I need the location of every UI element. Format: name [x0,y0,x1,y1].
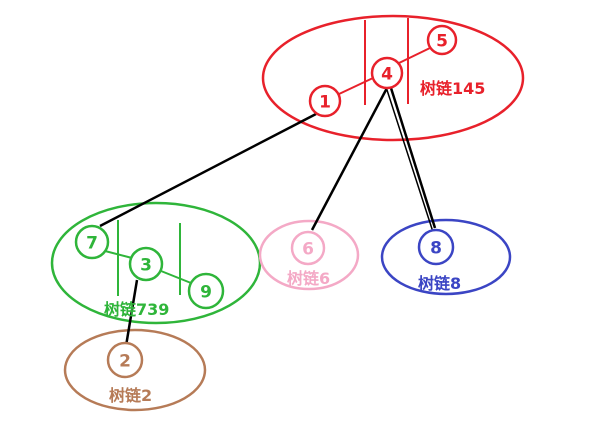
node-9: 9 [187,272,225,310]
node-6: 6 [290,230,326,266]
svg-text:7: 7 [86,234,98,254]
svg-text:3: 3 [140,256,152,276]
chain-6-label: 树链6 [287,269,330,288]
node-5: 5 [426,24,458,56]
chain-8-label: 树链8 [418,274,461,293]
chain-6-outline [258,219,360,291]
chain-145-outline [261,14,525,142]
edge-7-3 [104,250,133,259]
node-4: 4 [370,56,404,90]
edge-4-6 [310,87,389,231]
svg-text:9: 9 [200,283,212,303]
svg-text:8: 8 [430,239,442,259]
node-7: 7 [74,224,110,260]
edge-1-7 [99,112,317,228]
svg-text:4: 4 [381,65,393,85]
node-2: 2 [106,341,144,379]
svg-text:6: 6 [302,240,314,260]
node-8: 8 [417,228,455,266]
edge-3-9 [160,270,192,284]
edge-4-8-stroke2 [386,89,434,233]
edge-4-5 [398,47,431,64]
svg-text:5: 5 [436,32,448,52]
node-3: 3 [128,246,164,282]
edge-4-8 [389,87,437,229]
chain-739-label: 树链739 [104,300,169,319]
chain-2-outline [63,328,207,412]
chain-2-label: 树链2 [109,386,152,405]
node-1: 1 [308,84,342,118]
edge-1-4 [338,77,374,95]
svg-text:1: 1 [319,93,331,113]
chain-145-label: 树链145 [420,79,485,98]
edge-3-2 [124,279,139,347]
chain-8-outline [380,218,512,296]
svg-text:2: 2 [119,352,131,372]
